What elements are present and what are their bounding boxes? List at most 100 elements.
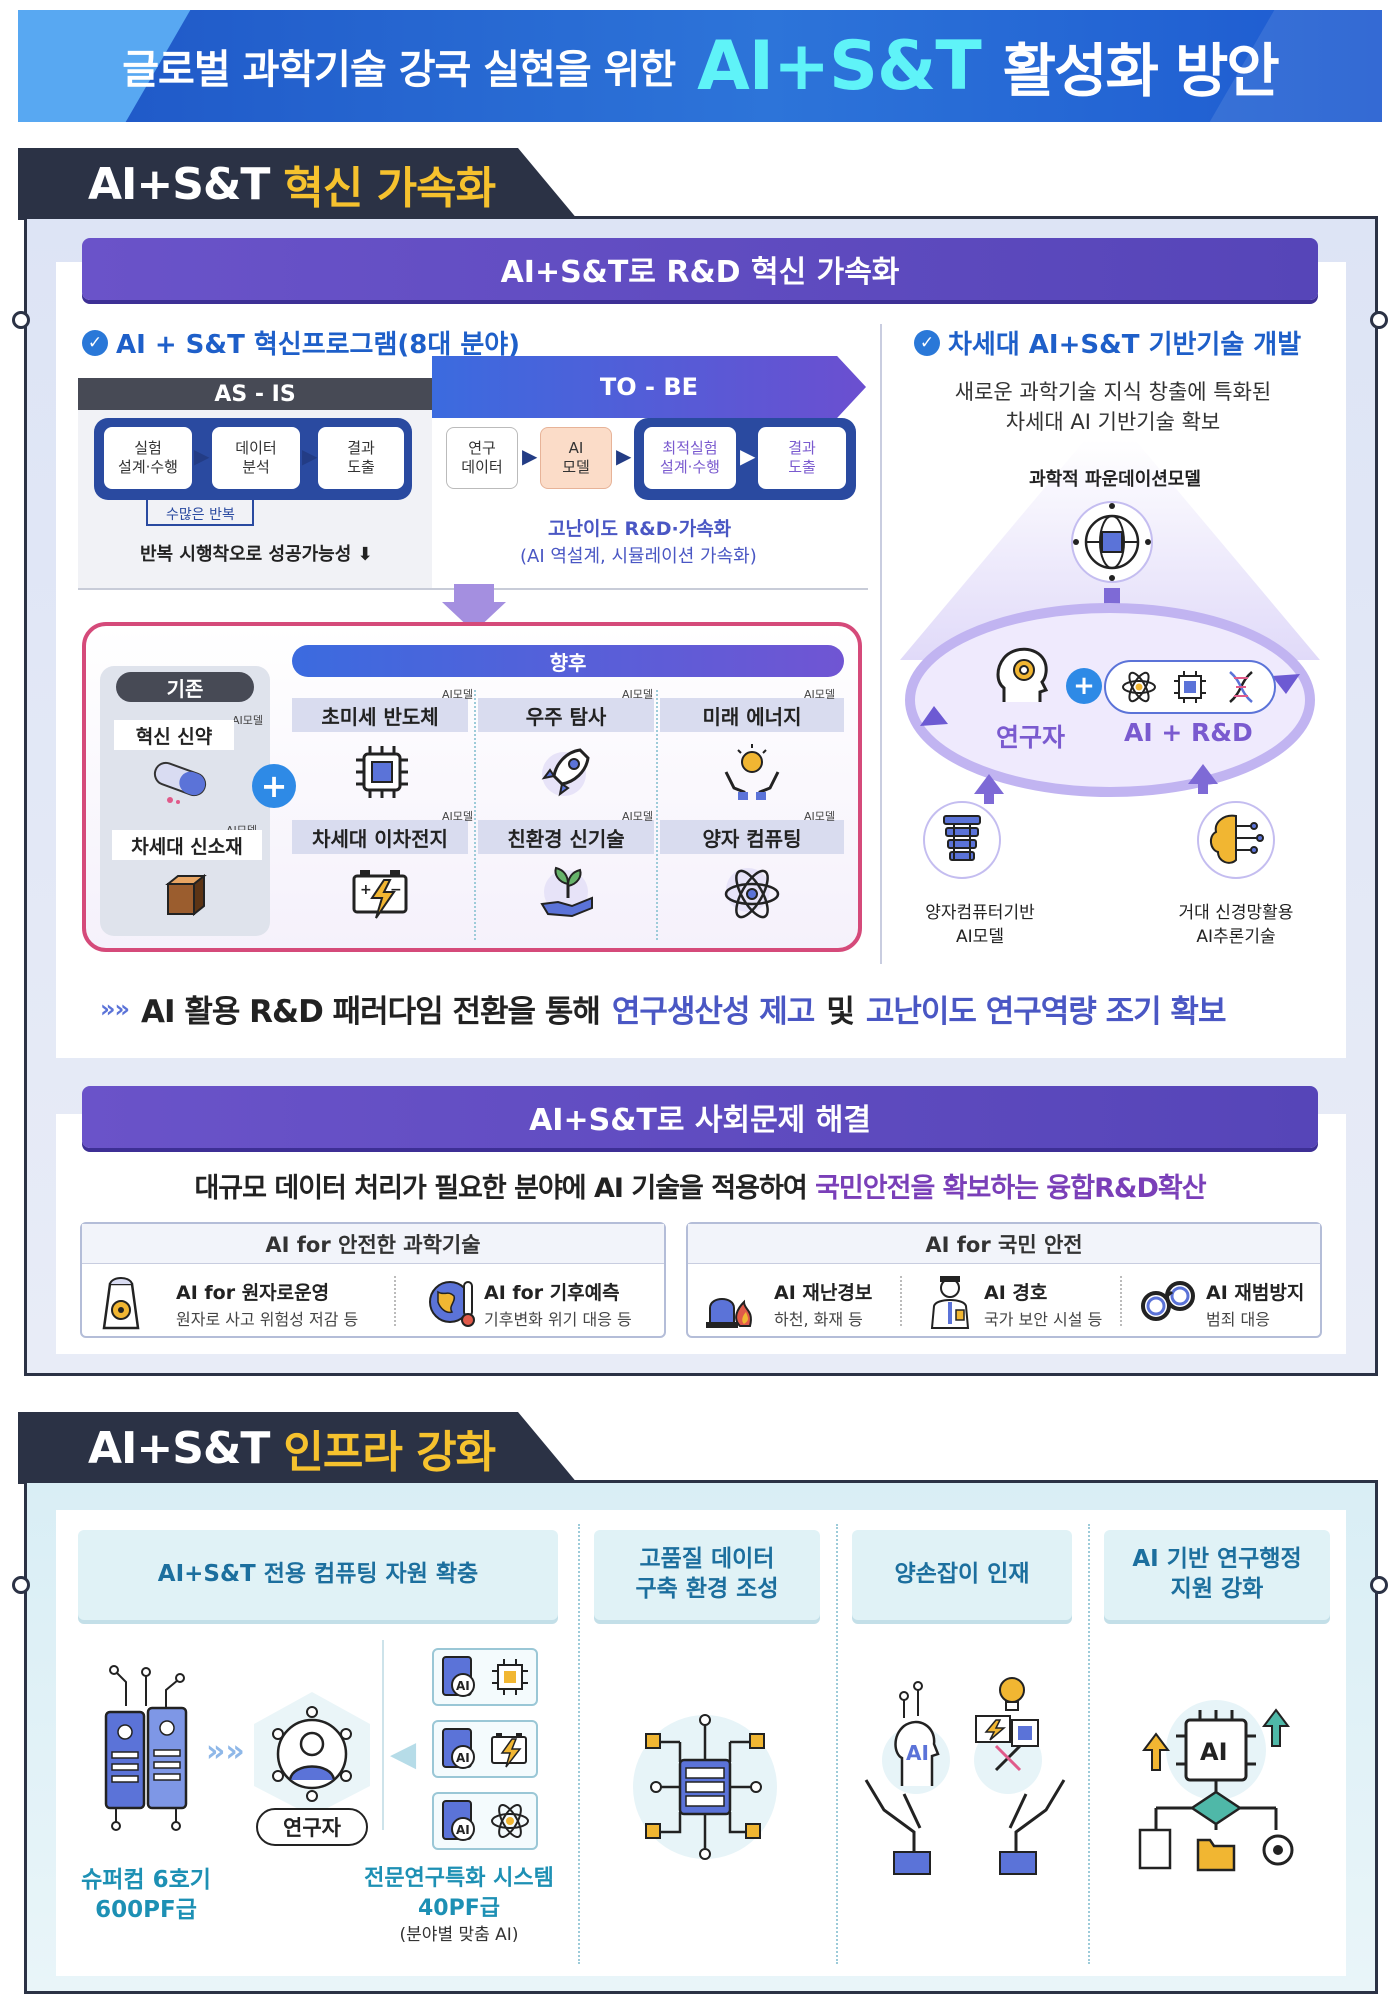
escort-desc: 국가 보안 시설 등 xyxy=(984,1310,1103,1329)
ai-model-tag: AI모델 xyxy=(804,810,836,823)
arrow-right-icon: ▶ xyxy=(616,444,632,468)
double-chevron-icon: »» xyxy=(206,1734,245,1769)
researcher-label: 연구자 xyxy=(996,723,1066,752)
fields-grid: 초미세 반도체 AI모델 우주 탐사 AI모델 미래 에너지 AI모델 차세대 … xyxy=(292,688,844,940)
column-divider xyxy=(1088,1524,1090,1964)
existing-material: 차세대 신소재 xyxy=(112,830,262,860)
climate-desc: 기후변화 위기 대응 등 xyxy=(484,1310,632,1329)
recidivism-desc: 범죄 대응 xyxy=(1206,1310,1270,1329)
card-divider xyxy=(900,1276,902,1326)
recidivism-title: AI 재범방지 xyxy=(1206,1282,1305,1304)
tobe-note2: (AI 역설계, 시뮬레이션 가속화) xyxy=(520,546,757,567)
quantum-computer-icon xyxy=(922,800,1002,884)
dna-icon xyxy=(1228,671,1253,703)
field-eco: 친환경 신기술 xyxy=(478,820,654,854)
special-systems-frame xyxy=(382,1640,542,1830)
infra-card-talent: 양손잡이 인재 xyxy=(852,1530,1072,1620)
ai-model-tag: AI모델 xyxy=(442,810,474,823)
security-guard-icon xyxy=(928,1274,972,1334)
ai-chip-text: AI xyxy=(456,1679,470,1693)
fire-alarm-icon xyxy=(704,1274,756,1334)
neural-model-line1: 거대 신경망활용 xyxy=(1178,903,1294,923)
column-divider xyxy=(880,324,882,964)
social-desc-highlight: 국민안전을 확보하는 융합R&D확산 xyxy=(815,1173,1206,1204)
column-divider xyxy=(578,1524,580,1964)
system-card-chip: AI xyxy=(432,1648,538,1706)
connector-dot xyxy=(1370,311,1388,329)
server-ai-icon: AI xyxy=(441,1656,475,1697)
arrow-right-icon: ▶ xyxy=(740,444,756,468)
field-battery: 차세대 이차전지 xyxy=(292,820,468,854)
special-system-line3: (분야별 맞춤 AI) xyxy=(399,1925,519,1945)
connector-dot xyxy=(1370,1576,1388,1594)
social-desc-pre: 대규모 데이터 처리가 필요한 분야에 AI 기술을 적용하여 xyxy=(194,1173,807,1204)
plus-icon: + xyxy=(1066,668,1102,704)
asis-step-experiment: 실험 설계·수행 xyxy=(104,427,192,489)
arrow-right-icon: ▶ xyxy=(194,444,210,468)
climate-title: AI for 기후예측 xyxy=(484,1282,620,1304)
asis-note: 반복 시행착오로 성공가능성 ⬇ xyxy=(140,544,373,565)
column-divider xyxy=(836,1524,838,1964)
supercomputer-icon xyxy=(96,1662,196,1836)
rocket-icon xyxy=(536,742,596,806)
loop-line xyxy=(146,500,254,526)
disaster-title: AI 재난경보 xyxy=(774,1282,873,1304)
field-energy: 미래 에너지 xyxy=(660,698,844,732)
escort-title: AI 경호 xyxy=(984,1282,1048,1304)
ai-rd-label: AI + R&D xyxy=(1124,718,1253,747)
infra-card-computing: AI+S&T 전용 컴퓨팅 자원 확충 xyxy=(78,1530,558,1620)
handcuffs-icon xyxy=(1138,1276,1198,1330)
neural-brain-icon xyxy=(1196,800,1276,884)
conclusion-highlight2: 고난이도 연구역량 조기 확보 xyxy=(865,994,1227,1030)
ai-chip-text: AI xyxy=(456,1823,470,1837)
disaster-desc: 하천, 화재 등 xyxy=(774,1310,863,1329)
ai-model-tag: AI모델 xyxy=(442,688,474,701)
conclusion: »» AI 활용 R&D 패러다임 전환을 통해 연구생산성 제고 및 고난이도… xyxy=(100,986,1227,1031)
tobe-step-ai-model: AI 모델 xyxy=(540,427,612,489)
chip-icon xyxy=(352,742,412,806)
grid-divider xyxy=(474,690,476,940)
title-main: AI+S&T xyxy=(697,26,982,106)
conclusion-pre: AI 활용 R&D 패러다임 전환을 통해 xyxy=(141,994,601,1030)
supercomputer-line1: 슈퍼컴 6호기 xyxy=(81,1867,211,1893)
double-chevron-icon: »» xyxy=(100,994,130,1023)
field-semiconductor: 초미세 반도체 xyxy=(292,698,468,732)
tobe-step-data: 연구 데이터 xyxy=(446,427,518,489)
atom-icon xyxy=(720,862,784,926)
title-main-suffix: 활성화 방안 xyxy=(1002,37,1280,105)
infra-card-data: 고품질 데이터 구축 환경 조성 xyxy=(594,1530,820,1620)
nuclear-plant-icon xyxy=(96,1274,146,1334)
nuclear-title: AI for 원자로운영 xyxy=(176,1282,330,1304)
system-card-battery: AI xyxy=(432,1720,538,1778)
battery-icon xyxy=(490,1733,527,1768)
special-system-line2: 40PF급 xyxy=(417,1896,500,1921)
nextgen-heading: ✓ 차세대 AI+S&T 기반기술 개발 xyxy=(914,324,1301,361)
safe-science-head: AI for 안전한 과학기술 xyxy=(82,1224,664,1264)
conclusion-mid: 및 xyxy=(826,994,855,1030)
server-ai-icon: AI xyxy=(441,1800,475,1841)
talent-hands-icon: AI xyxy=(860,1660,1070,1894)
ai-model-tag: AI모델 xyxy=(622,810,654,823)
ai-model-tag: AI모델 xyxy=(622,688,654,701)
grid-divider xyxy=(656,690,658,940)
section1-tab-white: AI+S&T xyxy=(88,158,270,210)
social-bar: AI+S&T로 사회문제 해결 xyxy=(82,1086,1318,1148)
ai-chip-text: AI xyxy=(456,1751,470,1765)
arrow-right-icon: ▶ xyxy=(522,444,538,468)
future-label: 향후 xyxy=(292,645,844,677)
svg-text:+: + xyxy=(360,882,372,898)
atom-icon xyxy=(490,1804,529,1838)
ai-admin-flow-icon: AI xyxy=(1116,1680,1316,1884)
field-quantum: 양자 컴퓨팅 xyxy=(660,820,844,854)
program-heading: ✓ AI + S&T 혁신프로그램(8대 분야) xyxy=(82,324,520,361)
card-divider xyxy=(1120,1276,1122,1326)
plus-icon: + xyxy=(252,764,296,808)
title-banner: 글로벌 과학기술 강국 실현을 위한 AI+S&T 활성화 방안 xyxy=(18,10,1382,122)
connector-dot xyxy=(12,311,30,329)
chip-icon xyxy=(491,1659,528,1695)
conclusion-highlight1: 연구생산성 제고 xyxy=(611,994,815,1030)
check-icon: ✓ xyxy=(82,329,108,356)
material-cube-icon xyxy=(160,872,208,922)
chevron-left-icon: ◀ xyxy=(390,1734,417,1774)
climate-globe-icon xyxy=(426,1274,478,1334)
